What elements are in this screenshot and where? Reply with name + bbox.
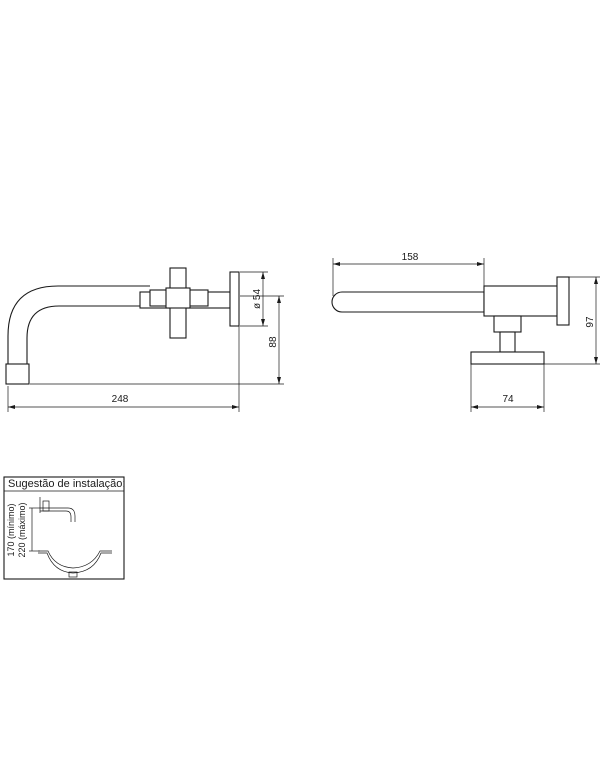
total-length-label: 248 [112, 394, 129, 405]
side-stem-upper [493, 315, 522, 333]
mini-basin [38, 550, 112, 574]
install-min-label: 170 (mínimo) [6, 503, 16, 556]
spout-tip [5, 363, 30, 385]
height-left-label: 88 [268, 336, 279, 348]
install-suggestion-box: Sugestão de instalação: 170 (mínimo) 220… [3, 476, 125, 580]
side-base-plate [470, 351, 545, 365]
side-stem-lower [499, 331, 516, 353]
spout-inner-curve [26, 305, 150, 364]
diameter-label: ø 54 [252, 289, 263, 309]
install-box-title: Sugestão de instalação: [8, 478, 125, 490]
install-box-frame [3, 476, 125, 580]
side-spout [331, 291, 485, 313]
side-view: 158 97 74 [331, 252, 600, 412]
mini-handle [42, 500, 50, 512]
spout-length-label: 158 [402, 252, 419, 263]
side-body [483, 285, 559, 317]
height-right-label: 97 [585, 316, 596, 328]
mini-drain [68, 571, 78, 578]
handle-hub [165, 287, 191, 309]
mini-spout [40, 507, 76, 522]
base-width-label: 74 [502, 394, 514, 405]
wall-flange [229, 271, 240, 327]
front-view: ø 54 88 248 [5, 267, 284, 412]
spout-outer-curve [7, 285, 150, 364]
side-flange [556, 276, 570, 326]
install-max-label: 220 (máximo) [17, 502, 27, 557]
